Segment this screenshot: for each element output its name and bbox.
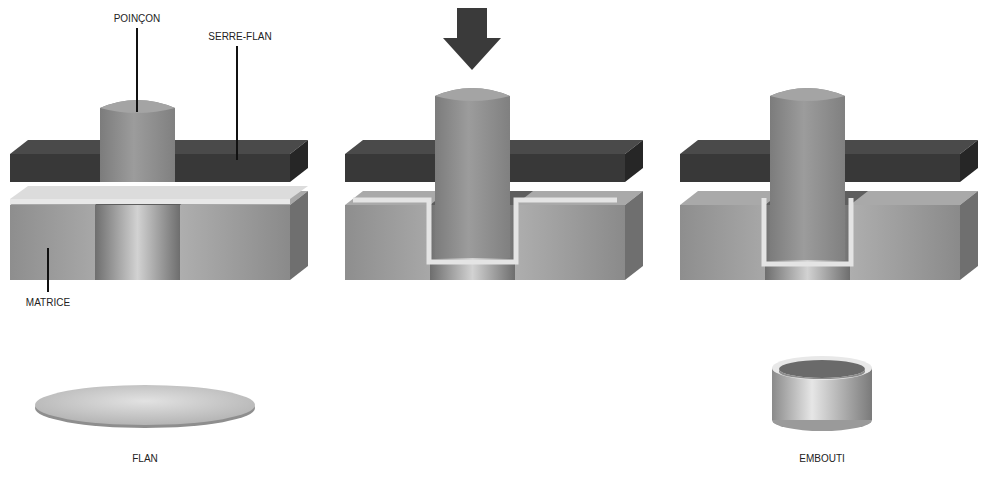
drawn-cup [772, 356, 872, 431]
part-label: SERRE-FLAN [206, 30, 273, 43]
blank-disc [35, 385, 255, 428]
stage-start [10, 100, 308, 280]
part-label: POINÇON [112, 12, 163, 25]
leader-lines [48, 28, 237, 292]
stage-drawing [345, 8, 643, 280]
part-label: EMBOUTI [797, 452, 847, 465]
part-label: MATRICE [24, 296, 72, 309]
stage-end [680, 88, 978, 280]
part-label: FLAN [130, 452, 160, 465]
